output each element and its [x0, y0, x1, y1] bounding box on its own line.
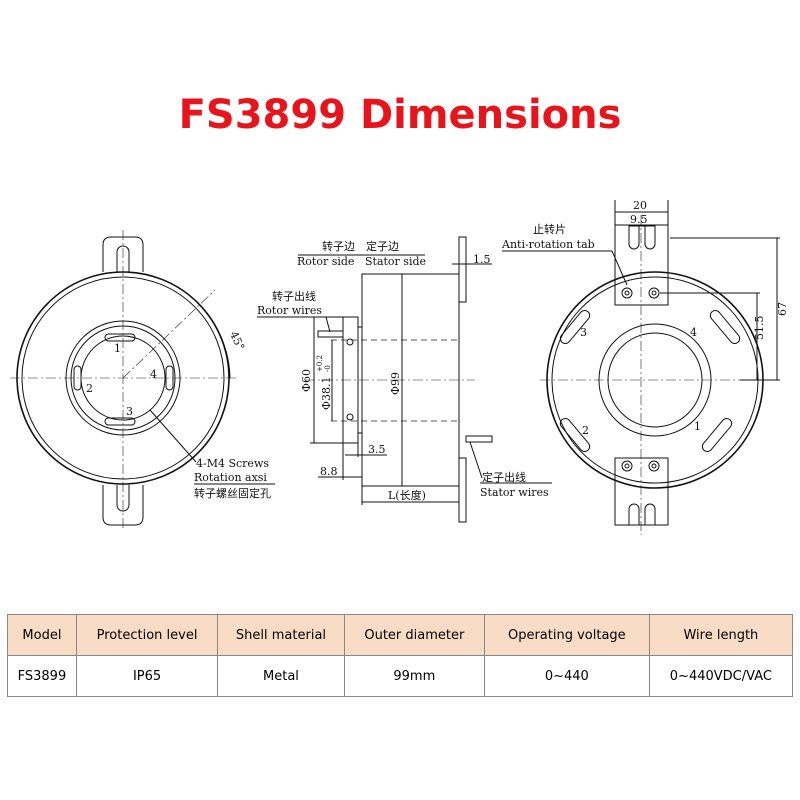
- angle-label: 45°: [227, 329, 247, 352]
- stator-wires-label: Stator wires: [480, 486, 549, 499]
- rotor-wires-cn: 转子出线: [272, 289, 316, 303]
- hole-label: 1: [114, 342, 121, 355]
- hole-label: 3: [580, 326, 587, 339]
- tolerance-minus: -0: [324, 365, 332, 372]
- stator-side-label: Stator side: [365, 255, 426, 268]
- tolerance-plus: +0.2: [316, 355, 324, 372]
- dim-38: Φ38.1: [320, 376, 333, 410]
- cell-model: FS3899: [7, 655, 77, 697]
- spec-table: Model Protection level Shell material Ou…: [7, 614, 794, 697]
- cell-diameter: 99mm: [343, 655, 485, 697]
- cell-protection: IP65: [75, 655, 219, 697]
- header-protection: Protection level: [75, 614, 219, 656]
- hole-label: 1: [694, 420, 701, 433]
- rotor-side-cn: 转子边: [322, 239, 355, 253]
- dim-length: L(长度): [388, 488, 426, 502]
- rotation-axis-label: Rotation axsi: [194, 471, 267, 484]
- dimension-drawing: 45° 1 2 3 4 4-M4 Screws Rotation axsi 转子…: [10, 199, 789, 535]
- rotor-side-label: Rotor side: [297, 255, 354, 268]
- header-wire-length: Wire length: [648, 614, 794, 656]
- dim-67: 67: [776, 302, 789, 316]
- dim-9-5: 9.5: [630, 213, 648, 226]
- dim-99: Φ99: [389, 372, 402, 395]
- cell-material: Metal: [217, 655, 345, 697]
- hole-label: 2: [582, 424, 589, 437]
- dim-1-5: 1.5: [473, 253, 491, 266]
- header-model: Model: [7, 614, 77, 656]
- anti-rotation-tab-label: Anti-rotation tab: [501, 238, 595, 251]
- screws-label: 4-M4 Screws: [196, 457, 269, 470]
- hole-label: 4: [690, 326, 697, 339]
- hole-label: 3: [126, 405, 133, 418]
- dim-60: Φ60: [300, 369, 313, 392]
- page-title: FS3899 Dimensions: [178, 92, 622, 138]
- anti-rotation-tab-cn: 止转片: [533, 222, 566, 236]
- stator-wires-cn: 定子出线: [482, 470, 526, 484]
- side-view: Φ60 Φ38.1 +0.2 -0 Φ99 转子边 定子边 Rotor side…: [257, 236, 552, 523]
- rotor-wires-label: Rotor wires: [257, 304, 322, 317]
- stator-side-cn: 定子边: [366, 239, 399, 253]
- header-diameter: Outer diameter: [343, 614, 485, 656]
- cell-voltage: 0~440: [483, 655, 650, 697]
- header-material: Shell material: [217, 614, 345, 656]
- dim-8-8: 8.8: [320, 465, 338, 478]
- rotor-side-view: 45° 1 2 3 4 4-M4 Screws Rotation axsi 转子…: [10, 230, 275, 530]
- cell-wire-length: 0~440VDC/VAC: [648, 655, 794, 697]
- table-row: FS3899 IP65 Metal 99mm 0~440 0~440VDC/VA…: [7, 655, 794, 697]
- dim-3-5: 3.5: [368, 443, 386, 456]
- screws-label-cn: 转子螺丝固定孔: [194, 486, 271, 500]
- dim-20: 20: [633, 199, 647, 212]
- hole-label: 2: [86, 382, 93, 395]
- table-header-row: Model Protection level Shell material Ou…: [7, 614, 794, 656]
- stator-side-view: 3 4 2 1 止转片 Anti-rotation tab 20 9.5 51.…: [501, 199, 789, 535]
- hole-label: 4: [150, 368, 157, 381]
- dim-51-5: 51.5: [753, 316, 766, 341]
- header-voltage: Operating voltage: [483, 614, 650, 656]
